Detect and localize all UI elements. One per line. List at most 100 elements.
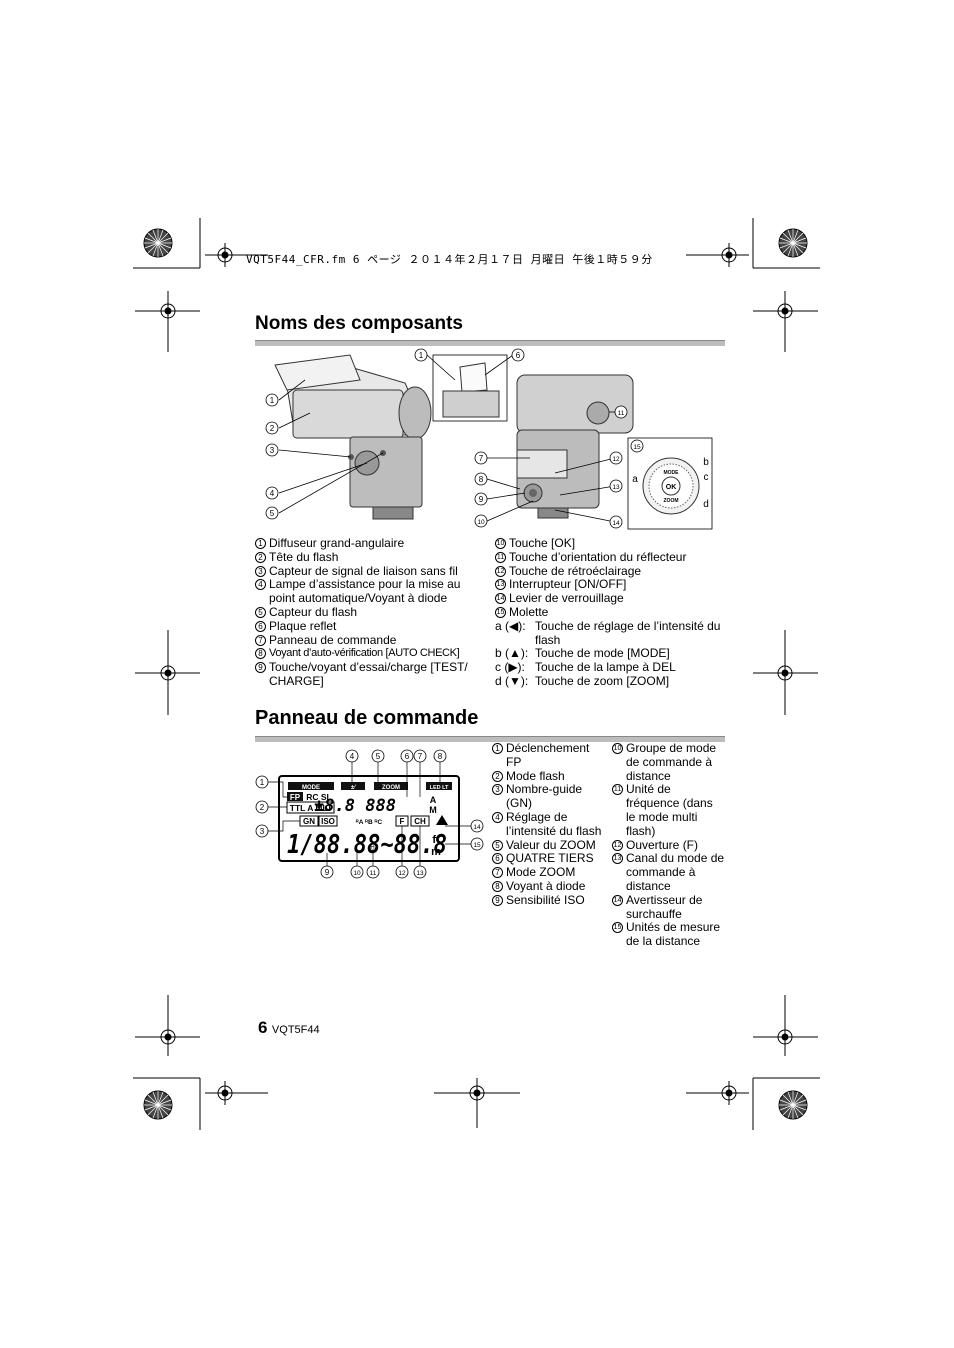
lcd-ft: ft [432, 834, 440, 846]
svg-text:ᴿA ᴿB ᴿC: ᴿA ᴿB ᴿC [356, 819, 383, 826]
lcd-zoom-label: ZOOM [382, 785, 400, 791]
list-item: d (▼):Touche de zoom [ZOOM] [495, 673, 670, 688]
lcd-fp: FP [290, 793, 301, 802]
callout-2: 2 [270, 424, 275, 433]
lcd-callout-1: 1 [260, 778, 265, 787]
callout-6-top: 6 [516, 351, 521, 360]
dial-letter-a: a [632, 474, 638, 485]
dial-letter-b: b [703, 457, 709, 468]
lcd-m: M [429, 805, 437, 815]
lcd-callout-6: 6 [405, 752, 410, 761]
lcd-callout-8: 8 [438, 752, 443, 761]
lcd-callout-3: 3 [260, 827, 265, 836]
lcd-callout-9: 9 [325, 868, 330, 877]
callout-11: 11 [618, 410, 625, 417]
lcd-meters: m [431, 846, 441, 858]
callout-9: 9 [479, 495, 484, 504]
section-rule [255, 340, 725, 346]
lcd-panel-figure: MODE ±⁄ ZOOM LED LT FP RC SL TTL A MLT G… [255, 749, 484, 879]
dial-ok-label: OK [666, 484, 677, 491]
callout-1-top: 1 [419, 351, 424, 360]
lcd-callout-15: 15 [473, 842, 481, 849]
lcd-callout-11: 11 [370, 870, 377, 877]
lcd-digits-top: ±8.8 888 [314, 796, 396, 816]
lcd-iso: ISO [321, 817, 335, 826]
callout-13: 13 [612, 484, 620, 491]
callout-7: 7 [479, 454, 484, 463]
callout-3: 3 [270, 446, 275, 455]
dial-zoom-label: ZOOM [664, 498, 679, 504]
lcd-callout-14: 14 [473, 824, 481, 831]
lcd-led-label: LED LT [430, 785, 449, 791]
callout-8: 8 [479, 475, 484, 484]
lcd-hz: Hz [370, 845, 377, 851]
callout-14: 14 [612, 520, 620, 527]
lcd-callout-10: 10 [353, 870, 361, 877]
lcd-f: F [400, 817, 405, 826]
callout-5: 5 [270, 509, 275, 518]
lcd-digits-main: 1/88.88~88.8 [287, 830, 447, 860]
section-rule [255, 736, 725, 742]
section-title-components: Noms des composants [255, 313, 463, 334]
flash-unit-figure: 1 2 3 4 5 1 6 7 8 [265, 348, 713, 530]
svg-text:±⁄: ±⁄ [351, 785, 357, 791]
lcd-ch: CH [414, 817, 426, 826]
dial-letter-c: c [704, 472, 709, 483]
lcd-callout-7: 7 [418, 752, 423, 761]
dial-letter-d: d [703, 499, 709, 510]
callout-4: 4 [270, 489, 275, 498]
list-item: c (▶):Touche de la lampe à DEL [495, 660, 676, 675]
lcd-callout-2: 2 [260, 803, 265, 812]
lcd-rcsl: RC SL [306, 792, 332, 802]
list-item: b (▲):Touche de mode [MODE] [495, 646, 670, 661]
callout-15: 15 [633, 444, 641, 451]
lcd-a: A [430, 795, 437, 805]
lcd-callout-4: 4 [350, 752, 355, 761]
callout-1: 1 [270, 396, 275, 405]
lcd-ttl: TTL A MLT [290, 803, 333, 813]
callout-10: 10 [477, 519, 485, 526]
lcd-mode-label: MODE [302, 785, 320, 791]
page-footer: 6 VQT5F44 [258, 1018, 320, 1038]
file-info-header: VQT5F44_CFR.fm 6 ページ ２０１４年２月１７日 月曜日 午後１時… [246, 253, 653, 266]
page-number: 6 [258, 1018, 268, 1037]
lcd-gn: GN [303, 817, 315, 826]
lcd-callout-12: 12 [398, 870, 406, 877]
list-item: a (◀):Touche de réglage de l’intensité d… [495, 618, 721, 647]
model-code: VQT5F44 [271, 1024, 320, 1036]
lcd-callout-13: 13 [416, 870, 424, 877]
